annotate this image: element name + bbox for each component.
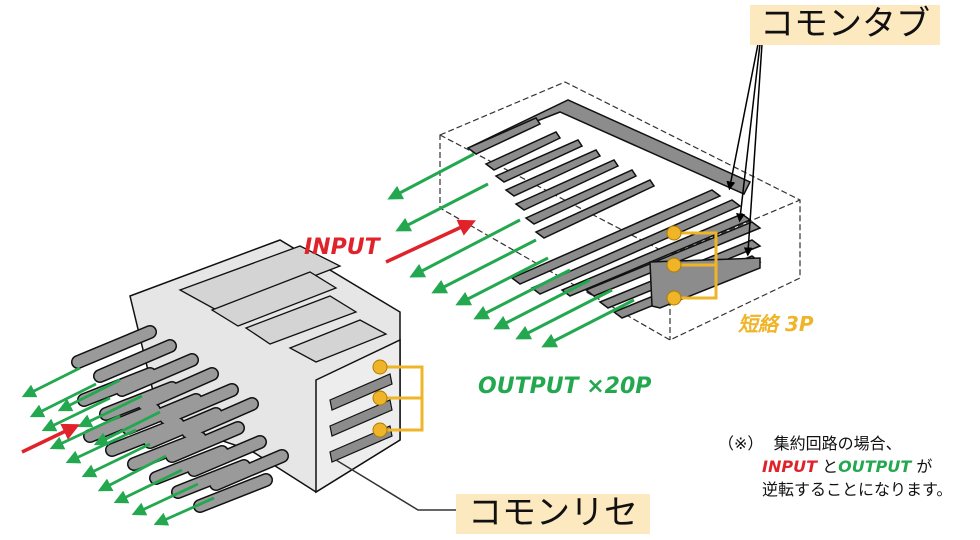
common-receptacle-leader xyxy=(335,459,458,511)
output-arrows-left xyxy=(21,366,215,526)
note-ga-word: が xyxy=(916,457,933,476)
receptacle-pins xyxy=(71,325,289,513)
note-text-1: 集約回路の場合、 xyxy=(773,434,902,453)
note-line-2: INPUT とOUTPUT が xyxy=(718,455,952,478)
receptacle-latches xyxy=(178,245,388,363)
note-block: （※） 集約回路の場合、 INPUT とOUTPUT が 逆転することになります… xyxy=(718,432,952,501)
input-label: INPUT xyxy=(304,235,380,260)
output-label: OUTPUT ×20P xyxy=(478,374,652,399)
common-tab-assembly xyxy=(385,43,801,348)
common-receptacle-label: コモンリセ xyxy=(456,494,650,534)
note-and-word: と xyxy=(822,457,839,476)
common-receptacle-assembly xyxy=(21,239,458,526)
note-marker: （※） xyxy=(718,434,764,453)
short-circuit-label: 短絡 3P xyxy=(738,312,814,336)
short-circuit-bracket-left xyxy=(372,359,424,438)
note-line-3: 逆転することになります。 xyxy=(762,480,953,499)
common-tab-label: コモンタブ xyxy=(750,5,940,45)
tab-comb-top xyxy=(466,99,752,239)
input-arrow-left xyxy=(21,423,80,454)
input-arrow-right xyxy=(385,219,476,264)
output-arrows-right xyxy=(387,152,635,348)
note-line-1: （※） 集約回路の場合、 xyxy=(718,432,952,455)
short-circuit-bracket-right xyxy=(666,225,718,306)
note-output-word: OUTPUT xyxy=(838,457,912,476)
common-tab-pointers xyxy=(726,43,763,257)
note-input-word: INPUT xyxy=(762,457,817,476)
